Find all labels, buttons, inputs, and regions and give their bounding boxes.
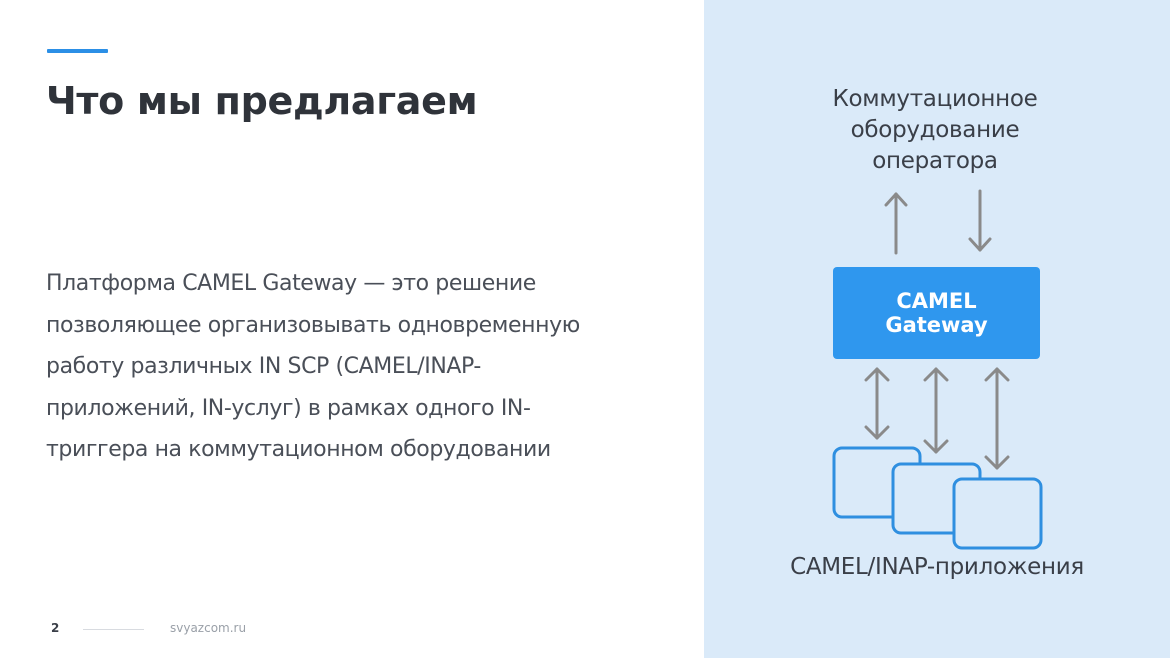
footer-divider: [83, 629, 144, 630]
diagram-graphics: [832, 189, 1043, 550]
page-number: 2: [51, 621, 60, 635]
app-box-3: [952, 477, 1043, 550]
downlink-arrow: [968, 189, 992, 252]
app-link-arrow-1: [864, 367, 890, 440]
slide-description: Платформа CAMEL Gateway — это решение по…: [46, 271, 580, 463]
app-link-arrow-3: [984, 367, 1010, 470]
app-link-arrow-2: [923, 367, 949, 454]
slide-title: Что мы предлагаем: [46, 79, 478, 123]
camel-gateway-label: CAMEL Gateway: [885, 289, 988, 337]
uplink-arrow: [884, 192, 908, 255]
camel-gateway-box: CAMEL Gateway: [833, 267, 1040, 359]
operator-equipment-label: Коммутационное оборудование оператора: [832, 86, 1038, 174]
title-accent-bar: [47, 49, 108, 53]
footer-website: svyazcom.ru: [170, 621, 247, 635]
camel-apps-label: CAMEL/INAP-приложения: [790, 554, 1084, 580]
